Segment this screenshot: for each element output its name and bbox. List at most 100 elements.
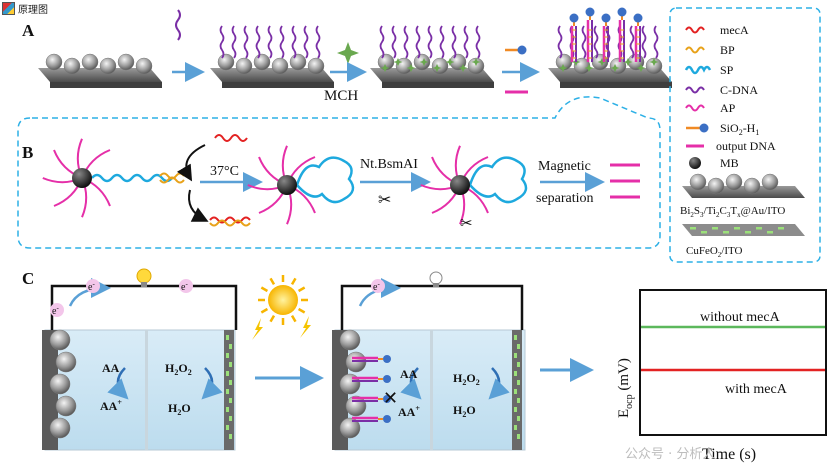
h2o-label: H2O [168,401,191,417]
bp-icon [685,46,705,54]
eocp-plot: without mecA with mecA Eocp (mV) Time (s… [616,289,827,463]
c-dna-strand [415,25,421,59]
pec-cell-1 [42,278,238,451]
mch-molecule [558,64,568,72]
panel-b-box [17,96,661,249]
probe-duplex [633,13,643,62]
nanoparticle [725,173,743,191]
c-dna-strand [279,25,285,59]
legend: mecA BP SP C-DNA AP SiO2-H1 output DNA M… [680,23,805,259]
c-dna-strand [231,25,237,59]
electron-badge: e- [179,279,193,293]
panel-c-label: C [22,269,34,288]
sp-icon [684,65,712,75]
c-dna-strand [475,25,481,59]
separation-label: separation [536,191,594,206]
bind-arrow [176,144,206,182]
released-output-dna [610,163,640,199]
sio2-bead-icon [699,123,709,133]
svg-text:e-: e- [181,280,188,293]
c-dna-strand [641,25,647,59]
nanoparticle [761,173,779,191]
c-dna-strand [379,25,385,59]
nanoparticle [339,329,361,351]
nanoparticle [707,177,725,195]
cufeo2-particle [229,416,232,421]
electrode-step-4 [548,7,672,88]
cufeo2-particle [226,353,229,358]
mch-molecule [432,64,442,72]
mch-molecule [445,58,455,66]
sio2-h1-probe-icon [505,45,527,55]
svg-text:e-: e- [52,304,59,317]
cufeo2-particle [229,380,232,385]
c-dna-strand [403,25,409,59]
nanoparticle [235,57,253,75]
nanoparticle [117,53,135,71]
mch-molecule [471,58,481,66]
h2o2-label: H2O2 [165,361,192,377]
legend-sp: SP [720,63,734,77]
electrode-step-1 [38,53,162,88]
cufeo2-particle [514,407,517,412]
cufeo2-particle [226,371,229,376]
legend-box [669,7,821,263]
sun-ray [260,307,269,314]
cufeo2-particle [690,227,696,230]
magnetic-label: Magnetic [538,159,591,174]
photocathode-plate-icon [682,224,805,236]
legend-photoanode: Bi2S3/Ti2C3Tx@Au/ITO [680,205,785,219]
scissors-icon: ✂ [460,214,473,232]
cufeo2-particle [226,425,229,430]
cufeo2-particle [517,398,520,403]
c-dna-strand [243,25,249,59]
nanoparticle [135,57,153,75]
x-axis-label: Time (s) [702,446,756,463]
nanoparticle [55,395,77,417]
cufeo2-particle [517,380,520,385]
probe-duplex [601,13,611,62]
cufeo2-particle [226,335,229,340]
mch-molecule [649,58,659,66]
release-arrow [188,189,209,222]
watermark: 公众号 · 分析人 [625,447,715,462]
scissors-icon: ✂ [378,190,391,209]
aa-plus-label: AA+ [398,404,420,419]
cufeo2-particle [229,398,232,403]
temperature-label: 37°C [210,164,239,179]
c-dna-strand [267,25,273,59]
mch-molecule [584,64,594,72]
mecA-strand [214,134,248,142]
mch-molecule [636,64,646,72]
nanoparticle [49,329,71,351]
nanoparticle [217,53,235,71]
c-dna-strand [427,25,433,59]
cufeo2-particle [514,353,517,358]
nanoparticle [689,173,707,191]
sun-ray [269,277,276,286]
nanoparticle [49,373,71,395]
nanoparticle [99,57,117,75]
mch-molecule [419,58,429,66]
mb-icon [689,157,701,169]
cufeo2-particle [514,335,517,340]
cufeo2-particle [734,227,740,230]
probe-duplex [352,355,391,363]
h2o-label: H2O [453,403,476,419]
cufeo2-particle [767,231,773,234]
aa-plus-label: AA+ [100,398,122,413]
c-dna-strand [315,25,321,59]
nanoparticle [55,351,77,373]
mecA-bp-duplex [209,216,251,227]
mch-molecule [393,58,403,66]
nanoparticle [289,53,307,71]
c-dna-strand [581,25,587,59]
c-dna-strand [391,25,397,59]
nanoparticle [743,177,761,195]
c-dna-strand [219,25,225,59]
legend-mecA: mecA [720,23,749,37]
cufeo2-particle [517,416,520,421]
aa-label: AA [400,367,418,381]
cufeo2-particle [514,389,517,394]
